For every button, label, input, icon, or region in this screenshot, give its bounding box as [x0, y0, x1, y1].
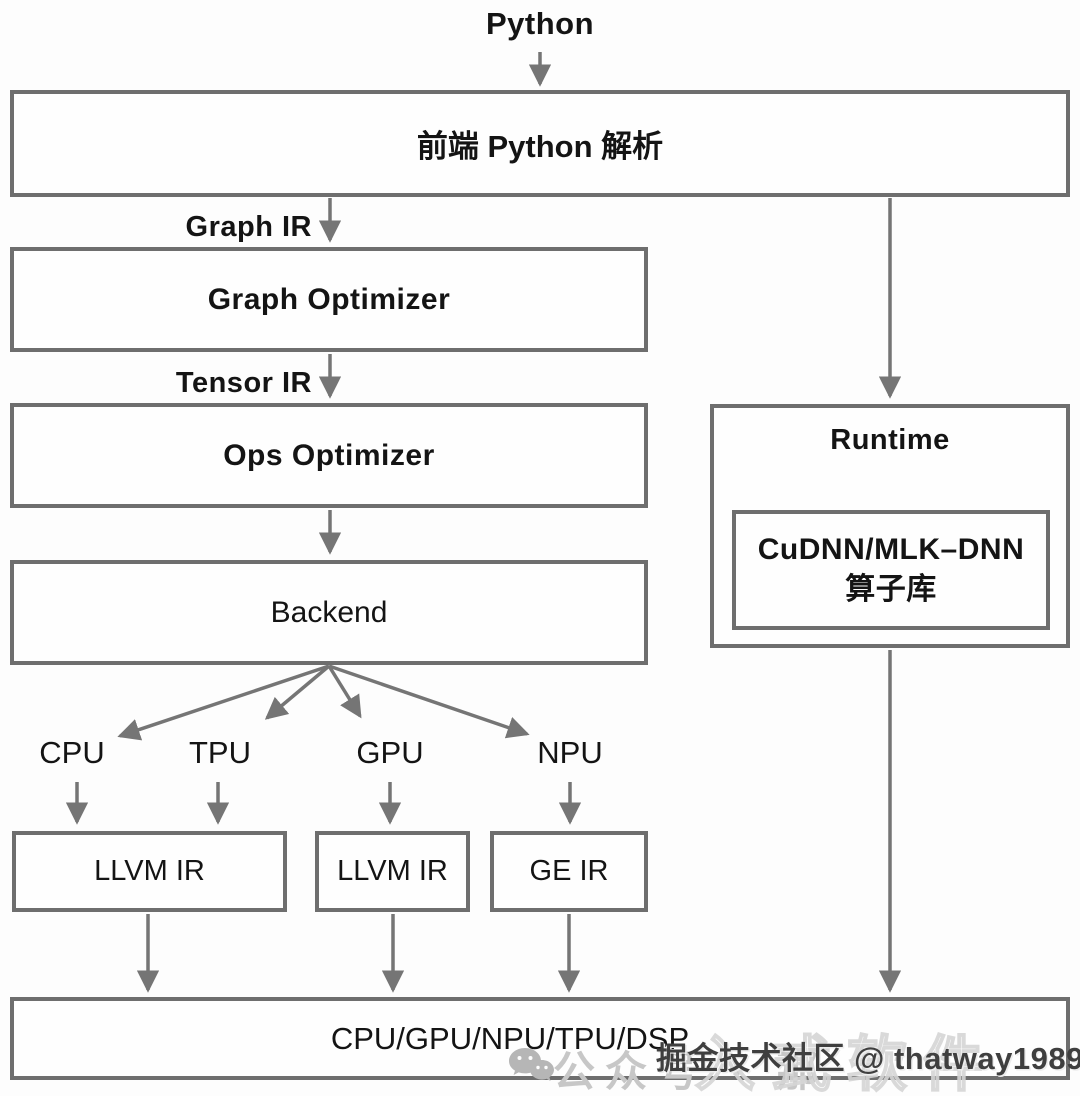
target-label-gpu: GPU: [356, 735, 424, 770]
frontend-parser-box: 前端 Python 解析: [10, 90, 1070, 197]
target-label-cpu: CPU: [39, 735, 105, 770]
graph-ir-edge-label: Graph IR: [185, 211, 312, 243]
llvm-ir-label: LLVM IR: [337, 855, 448, 887]
tensor-ir-edge-label: Tensor IR: [175, 367, 312, 399]
operator-library-box: CuDNN/MLK–DNN 算子库: [732, 510, 1050, 630]
llvm-ir-box-gpu: LLVM IR: [315, 831, 470, 912]
backend-label: Backend: [270, 595, 388, 629]
watermark-light-text: 公众号 · 那: [553, 1048, 829, 1095]
target-label-tpu: TPU: [189, 735, 251, 770]
llvm-ir-box-cpu-tpu: LLVM IR: [12, 831, 287, 912]
runtime-label: Runtime: [830, 424, 950, 456]
llvm-ir-label: LLVM IR: [94, 855, 205, 887]
target-label-npu: NPU: [537, 735, 603, 770]
watermark-dark-text: 掘金技术社区 @ thatway1989: [656, 1041, 1080, 1076]
backend-box: Backend: [10, 560, 648, 665]
ge-ir-box-npu: GE IR: [490, 831, 648, 912]
frontend-parser-label: 前端 Python 解析: [416, 129, 664, 164]
graph-optimizer-label: Graph Optimizer: [207, 282, 451, 316]
wechat-icon: [509, 1048, 554, 1081]
watermark-outline-fragment: 入式软件: [694, 1030, 999, 1096]
ge-ir-label: GE IR: [529, 855, 609, 887]
ops-optimizer-label: Ops Optimizer: [223, 438, 435, 472]
ops-optimizer-box: Ops Optimizer: [10, 403, 648, 508]
hardware-label: CPU/GPU/NPU/TPU/DSP: [330, 1020, 690, 1056]
python-source-label: Python: [485, 6, 595, 41]
graph-optimizer-box: Graph Optimizer: [10, 247, 648, 352]
operator-library-line2: 算子库: [845, 573, 937, 606]
operator-library-line1: CuDNN/MLK–DNN: [757, 533, 1025, 567]
